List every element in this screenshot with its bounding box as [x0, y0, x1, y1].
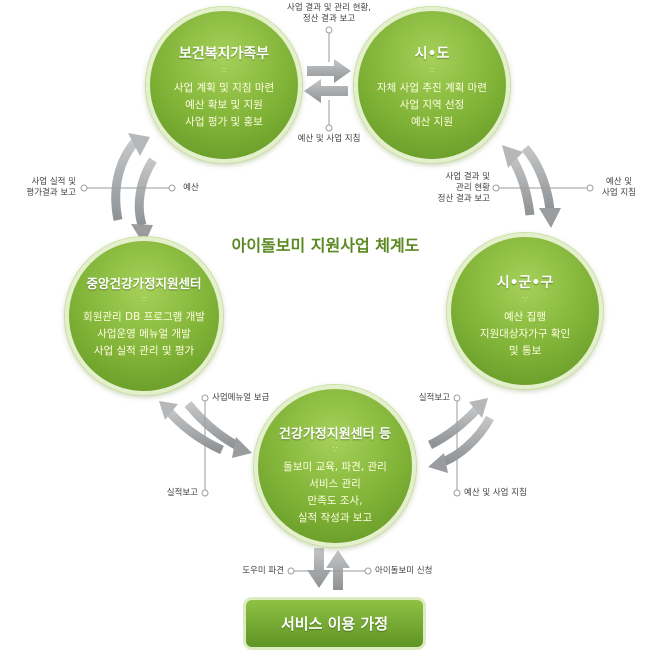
- label-bottom-dispatch: 도우미 파견: [242, 566, 284, 576]
- node-center: 건강가정지원센터 등 ∵ 돌보미 교육, 파견, 관리 서비스 관리 만족도 조…: [254, 385, 416, 547]
- node-sido-title: 시•도: [414, 46, 450, 62]
- label-top-report: 사업 결과 및 관리 현황, 정산 결과 보고: [287, 3, 371, 24]
- node-sido-marker: ∵: [429, 66, 435, 75]
- arrow-center-to-central: [164, 407, 224, 455]
- label-bottom-apply: 아이돌보미 신청: [375, 566, 433, 576]
- label-left-budget: 예산: [183, 183, 199, 193]
- label-right-report: 사업 결과 및 관리 현황 정산 결과 보고: [437, 172, 490, 204]
- node-ministry-title: 보건복지가족부: [178, 46, 270, 62]
- label-lower-left-manual: 사업메뉴얼 보급: [212, 393, 270, 403]
- arrow-center-to-service: [307, 548, 331, 588]
- node-center-title: 건강가정지원센터 등: [278, 427, 392, 442]
- node-sigungu-title: 시•군•구: [496, 275, 554, 291]
- label-lower-left-report: 실적보고: [166, 488, 198, 498]
- node-central-title: 중앙건강가정지원센터: [86, 276, 202, 291]
- arrow-ministry-to-central: [134, 157, 157, 227]
- node-sigungu-marker: ∵: [522, 295, 528, 304]
- label-right-budget: 예산 및 사업 지침: [602, 177, 636, 198]
- arrow-central-to-ministry: [111, 139, 139, 221]
- arrow-sido-to-sigungu: [521, 145, 555, 211]
- arrow-ministry-to-sido: [307, 59, 351, 83]
- label-top-budget: 예산 및 사업 지침: [297, 134, 361, 144]
- label-lower-right-budget: 예산 및 사업 지침: [464, 488, 527, 498]
- service-household-box: 서비스 이용 가정: [243, 597, 426, 650]
- diagram-title: 아이돌보미 지원사업 체계도: [231, 236, 420, 255]
- node-center-marker: ∵: [332, 445, 338, 454]
- node-sido: 시•도 ∵ 자체 사업 추진 계획 마련 사업 지역 선정 예산 지원: [354, 7, 510, 163]
- node-ministry-marker: ∵: [221, 66, 227, 75]
- label-lower-right-report: 실적보고: [418, 393, 450, 403]
- node-sigungu: 시•군•구 ∵ 예산 집행 지원대상자가구 확인 및 통보: [447, 233, 603, 389]
- node-ministry: 보건복지가족부 ∵ 사업 계획 및 지침 마련 예산 확보 및 지원 사업 평가…: [146, 7, 302, 163]
- node-central: 중앙건강가정지원센터 ∵ 회원관리 DB 프로그램 개발 사업운영 메뉴얼 개발…: [65, 237, 223, 395]
- arrow-sido-to-ministry: [304, 79, 348, 103]
- arrow-sigungu-to-sido: [506, 152, 535, 216]
- label-left-report: 사업 실적 및 평가결과 보고: [26, 177, 76, 198]
- node-central-marker: ∵: [141, 295, 147, 304]
- arrow-service-to-center: [326, 550, 350, 590]
